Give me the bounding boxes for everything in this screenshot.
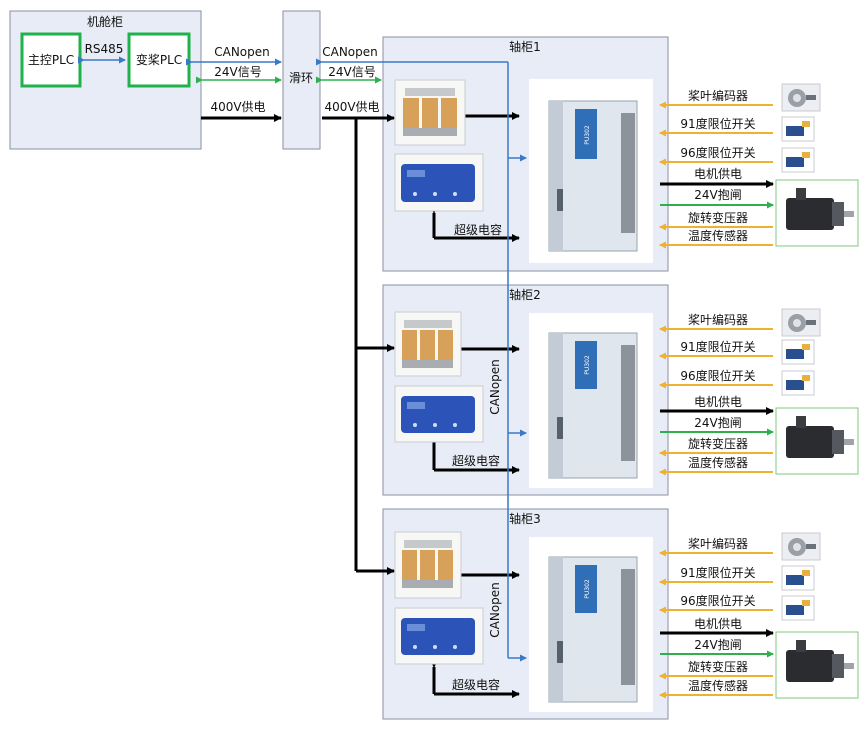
pitch-motor xyxy=(775,179,859,247)
pitch-motor xyxy=(775,407,859,475)
limit-96-label: 96度限位开关 xyxy=(680,593,755,608)
canopen-bus xyxy=(316,58,527,662)
pitch-drive: PU302 xyxy=(529,313,653,488)
motor-power-label: 电机供电 xyxy=(694,617,742,631)
canopen-label-right: CANopen xyxy=(322,45,378,59)
nacelle-title: 机舱柜 xyxy=(87,15,123,29)
pitch-drive: PU302 xyxy=(529,537,653,712)
limit-switch-91-device xyxy=(781,565,815,591)
signal-24v-label-right: 24V信号 xyxy=(328,65,375,79)
axis-cabinet-2: 轴柜2 超级电容 CANopen PU302 桨叶 xyxy=(382,284,859,496)
blade-encoder-label: 桨叶编码器 xyxy=(688,536,748,551)
supercap-label: 超级电容 xyxy=(452,677,500,692)
brake-24v-label: 24V抱闸 xyxy=(694,415,741,430)
canopen-vertical-label: CANopen xyxy=(488,582,502,638)
pitch-motor xyxy=(775,631,859,699)
limit-switch-96-device xyxy=(781,370,815,396)
supercapacitor xyxy=(394,607,484,665)
limit-91-label: 91度限位开关 xyxy=(680,339,755,354)
limit-switch-91-device xyxy=(781,339,815,365)
cabinet-title: 轴柜1 xyxy=(509,39,541,54)
cabinet-title: 轴柜2 xyxy=(509,287,541,302)
blade-encoder-label: 桨叶编码器 xyxy=(688,88,748,103)
limit-96-label: 96度限位开关 xyxy=(680,368,755,383)
blade-encoder-label: 桨叶编码器 xyxy=(688,312,748,327)
slip-ring-label: 滑环 xyxy=(289,71,313,85)
canopen-label-left: CANopen xyxy=(214,45,270,59)
slip-ring: 滑环 xyxy=(282,10,321,150)
temp-sensor-label: 温度传感器 xyxy=(688,455,748,470)
axis-cabinet-1: 轴柜1 超级电容 PU302 桨叶编码器 xyxy=(382,36,859,272)
supercap-label: 超级电容 xyxy=(452,453,500,468)
canopen-vertical-label: CANopen xyxy=(488,359,502,415)
slip-ring-panel xyxy=(282,10,321,150)
transformer xyxy=(394,311,462,377)
drive-model-label: PU302 xyxy=(584,355,591,375)
limit-switch-91-device xyxy=(781,116,815,142)
encoder-device xyxy=(781,532,821,561)
pitch-drive: PU302 xyxy=(529,79,653,263)
supercapacitor xyxy=(394,385,484,443)
temp-sensor-label: 温度传感器 xyxy=(688,228,748,243)
brake-24v-label: 24V抱闸 xyxy=(694,187,741,202)
rs485-label: RS485 xyxy=(85,42,124,56)
main-plc-label: 主控PLC xyxy=(28,53,74,67)
resolver-label: 旋转变压器 xyxy=(688,210,748,225)
transformer xyxy=(394,531,462,599)
cabinet-title: 轴柜3 xyxy=(509,511,541,526)
resolver-label: 旋转变压器 xyxy=(688,659,748,674)
axis-cabinet-3: 轴柜3 超级电容 CANopen PU302 桨叶 xyxy=(382,508,859,720)
encoder-device xyxy=(781,308,821,337)
limit-switch-96-device xyxy=(781,595,815,621)
nacelle-cabinet: 机舱柜 主控PLC 变桨PLC RS485 xyxy=(9,10,202,150)
drive-model-label: PU302 xyxy=(584,579,591,599)
pitch-plc-box xyxy=(127,32,191,88)
resolver-label: 旋转变压器 xyxy=(688,436,748,451)
motor-power-label: 电机供电 xyxy=(694,395,742,409)
temp-sensor-label: 温度传感器 xyxy=(688,678,748,693)
pitch-plc-label: 变桨PLC xyxy=(136,52,182,67)
brake-24v-label: 24V抱闸 xyxy=(694,637,741,652)
power-400v-label-left: 400V供电 xyxy=(210,100,265,114)
supercapacitor xyxy=(394,153,484,212)
main-plc-box xyxy=(20,32,82,88)
power-bus xyxy=(322,114,395,575)
transformer xyxy=(394,79,466,146)
drive-model-label: PU302 xyxy=(584,125,591,145)
limit-91-label: 91度限位开关 xyxy=(680,565,755,580)
signal-24v-label-left: 24V信号 xyxy=(214,65,261,79)
motor-power-label: 电机供电 xyxy=(694,167,742,181)
supercap-label: 超级电容 xyxy=(454,222,502,237)
limit-switch-96-device xyxy=(781,147,815,173)
limit-96-label: 96度限位开关 xyxy=(680,145,755,160)
limit-91-label: 91度限位开关 xyxy=(680,116,755,131)
power-400v-label-right: 400V供电 xyxy=(324,100,379,114)
encoder-device xyxy=(781,83,821,112)
